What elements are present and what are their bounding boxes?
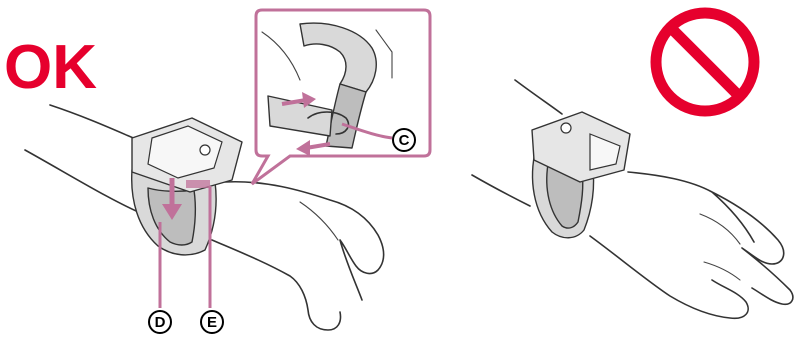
ok-label: OK: [4, 33, 97, 102]
incorrect-wearing-panel: [472, 13, 793, 318]
left-thumb: [300, 202, 338, 240]
callout-c: C: [393, 129, 415, 151]
callout-e: E: [201, 311, 223, 333]
callout-d-letter: D: [155, 314, 166, 331]
callout-c-letter: C: [399, 132, 410, 149]
left-hand: [212, 182, 384, 330]
left-forearm: [25, 105, 150, 215]
strap-end-highlight: [186, 180, 210, 188]
callout-d: D: [149, 311, 171, 333]
right-palm-detail: [700, 214, 740, 280]
prohibition-icon: [656, 13, 754, 111]
left-device-button: [200, 145, 210, 155]
zoom-inset: C: [252, 10, 430, 184]
right-device-button: [561, 123, 571, 133]
callout-e-letter: E: [207, 314, 217, 331]
right-hand: [590, 172, 793, 318]
